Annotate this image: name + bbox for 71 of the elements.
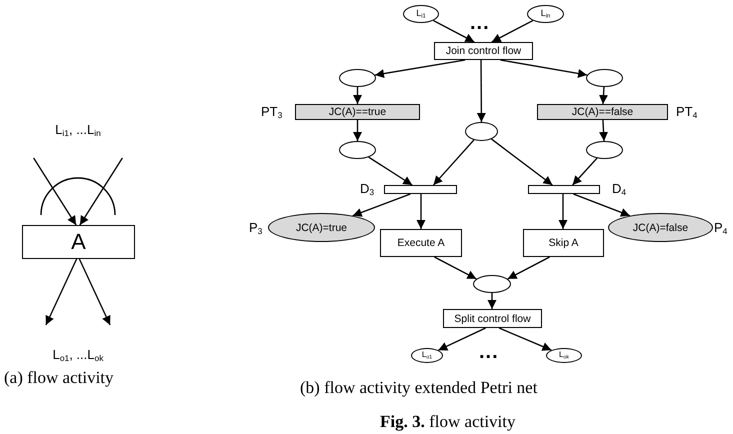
arrow	[572, 158, 598, 186]
place-ellipse	[586, 69, 623, 87]
ellipsis-dots: ...	[479, 341, 499, 364]
transition-box	[380, 229, 462, 257]
transition-box	[537, 104, 668, 120]
transition-label: Split control flow	[454, 312, 531, 324]
arrow	[507, 256, 550, 280]
transition-box	[443, 309, 542, 328]
arrow	[491, 20, 534, 43]
arrow	[433, 20, 475, 43]
arrow	[434, 256, 477, 280]
transition-label: Join control flow	[446, 45, 522, 57]
subfigure-caption: (a) flow activity	[4, 368, 115, 388]
place-ellipse	[473, 275, 511, 293]
place-label: L$_{in}$	[540, 8, 550, 20]
place-ellipse	[586, 141, 623, 159]
transition-box	[434, 42, 533, 60]
place-ellipse	[411, 348, 443, 363]
transition-box	[22, 225, 135, 259]
transition-label: Skip A	[548, 237, 578, 249]
arrow	[498, 327, 552, 351]
arrow	[599, 120, 608, 142]
arrow	[352, 193, 411, 217]
arrow	[353, 87, 362, 104]
transition-label: JC(A)==false	[572, 106, 634, 118]
place-label: L$_{ok}$	[559, 350, 569, 361]
node-label: P$_{4}$	[714, 220, 728, 236]
arrow	[45, 258, 78, 326]
arrow	[573, 193, 630, 217]
node-label: D$_{3}$	[360, 181, 374, 198]
transition-bar	[384, 185, 457, 194]
arrow	[433, 140, 474, 186]
arrow	[599, 86, 608, 104]
ellipsis-dots: ...	[470, 12, 490, 35]
place-ellipse	[546, 348, 582, 363]
node-label: PT$_{3}$	[261, 104, 282, 120]
arrow	[353, 120, 362, 141]
arrow	[78, 258, 111, 326]
transition-label: A	[71, 229, 86, 255]
arrow	[491, 138, 553, 186]
place-label: L$_{i1}$	[416, 8, 426, 20]
arrow	[33, 158, 77, 226]
arrow	[500, 59, 588, 78]
place-label: JC(A)=false	[632, 222, 688, 234]
place-label: JC(A)=true	[296, 222, 348, 234]
link-label: L$_{i1}$, ...L$_{in}$	[55, 122, 101, 138]
figure-caption: Fig. 3. flow activity	[379, 412, 517, 432]
place-ellipse	[403, 5, 439, 23]
arrow	[488, 293, 496, 309]
transition-label: JC(A)==true	[328, 106, 386, 118]
arrow	[558, 194, 568, 229]
arrow	[374, 59, 466, 78]
link-label: L$_{o1}$, ...L$_{ok}$	[52, 346, 104, 363]
subfigure-caption: (b) flow activity extended Petri net	[300, 378, 538, 398]
arrow	[438, 327, 486, 351]
arrow	[476, 60, 486, 122]
place-ellipse	[527, 5, 564, 23]
place-ellipse	[465, 122, 498, 141]
place-label: L$_{o1}$	[422, 350, 432, 361]
arrow	[416, 194, 426, 229]
node-label: PT$_{4}$	[676, 104, 698, 120]
node-label: P$_{3}$	[249, 220, 262, 236]
place-ellipse	[339, 141, 376, 159]
place-ellipse	[339, 69, 376, 87]
transition-bar	[528, 185, 600, 194]
arrow	[79, 158, 123, 226]
transition-label: Execute A	[397, 237, 445, 249]
transition-box	[295, 104, 420, 120]
arrow	[368, 156, 413, 186]
transition-box	[523, 229, 604, 257]
node-label: D$_{4}$	[612, 181, 626, 198]
